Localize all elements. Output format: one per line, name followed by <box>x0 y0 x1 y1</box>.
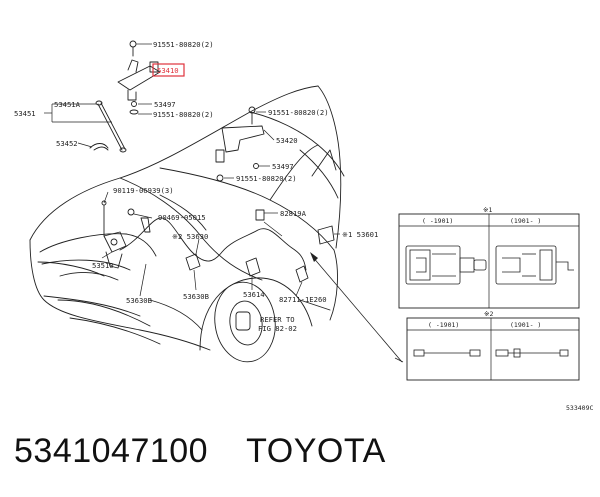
inset2-right-label: (1901- ) <box>510 321 541 329</box>
car-body-outline <box>29 85 345 363</box>
callout-53630: ※2 53630 <box>172 232 208 241</box>
brand-name: TOYOTA <box>246 432 386 470</box>
highlight-box <box>152 63 185 77</box>
inset1-left-label: ( -1901) <box>422 217 453 225</box>
callout-53601: ※1 53601 <box>342 230 378 239</box>
callout-82711: 82711-1E260 <box>279 295 327 304</box>
part-number: 5341047100 <box>14 432 209 470</box>
callout-53497-b: 53497 <box>272 162 294 171</box>
callout-90469: 90469-05015 <box>158 213 206 222</box>
callout-53420: 53420 <box>276 136 298 145</box>
hood-lock-part <box>117 40 161 115</box>
inset2-left-label: ( -1901) <box>428 321 459 329</box>
callout-91551-mid: 91551-80820(2) <box>153 110 214 119</box>
refer-text-2: FIG 82-02 <box>258 324 297 333</box>
inset1-right-label: (1901- ) <box>510 217 541 225</box>
callout-53630b-left: 53630B <box>126 296 152 305</box>
callout-53614: 53614 <box>243 290 265 299</box>
callout-53410: 53410 <box>157 66 179 75</box>
hood-support-rod <box>95 100 127 153</box>
inset-panel-2: ※2 ( -1901) (1901- ) <box>406 310 580 381</box>
callout-91551-r2: 91551-80820(2) <box>236 174 297 183</box>
part-caption: 5341047100 TOYOTA <box>14 432 386 471</box>
callout-53452: 53452 <box>56 139 78 148</box>
hood-rod-holder <box>89 143 109 151</box>
callout-82819a: 82819A <box>280 209 307 218</box>
release-cable <box>119 208 335 283</box>
callout-53510: 53510 <box>92 261 114 270</box>
diagram-code: 533409C <box>566 404 593 412</box>
callout-53451a: 53451A <box>54 100 81 109</box>
pointer-arrow <box>310 252 403 363</box>
inset1-mark: ※1 <box>483 206 492 214</box>
refer-text-1: REFER TO <box>260 315 295 324</box>
callout-53451: 53451 <box>14 109 36 118</box>
callout-53630b-mid: 53630B <box>183 292 209 301</box>
striker-part <box>215 106 265 182</box>
inset2-mark: ※2 <box>484 310 493 318</box>
inset-panel-1: ※1 ( -1901) (1901- ) <box>398 206 580 309</box>
callout-91551-r1: 91551-80820(2) <box>268 108 329 117</box>
callout-53497-a: 53497 <box>154 100 176 109</box>
callout-91551-top: 91551-80820(2) <box>153 40 214 49</box>
callout-90119: 90119-06939(3) <box>113 186 174 195</box>
